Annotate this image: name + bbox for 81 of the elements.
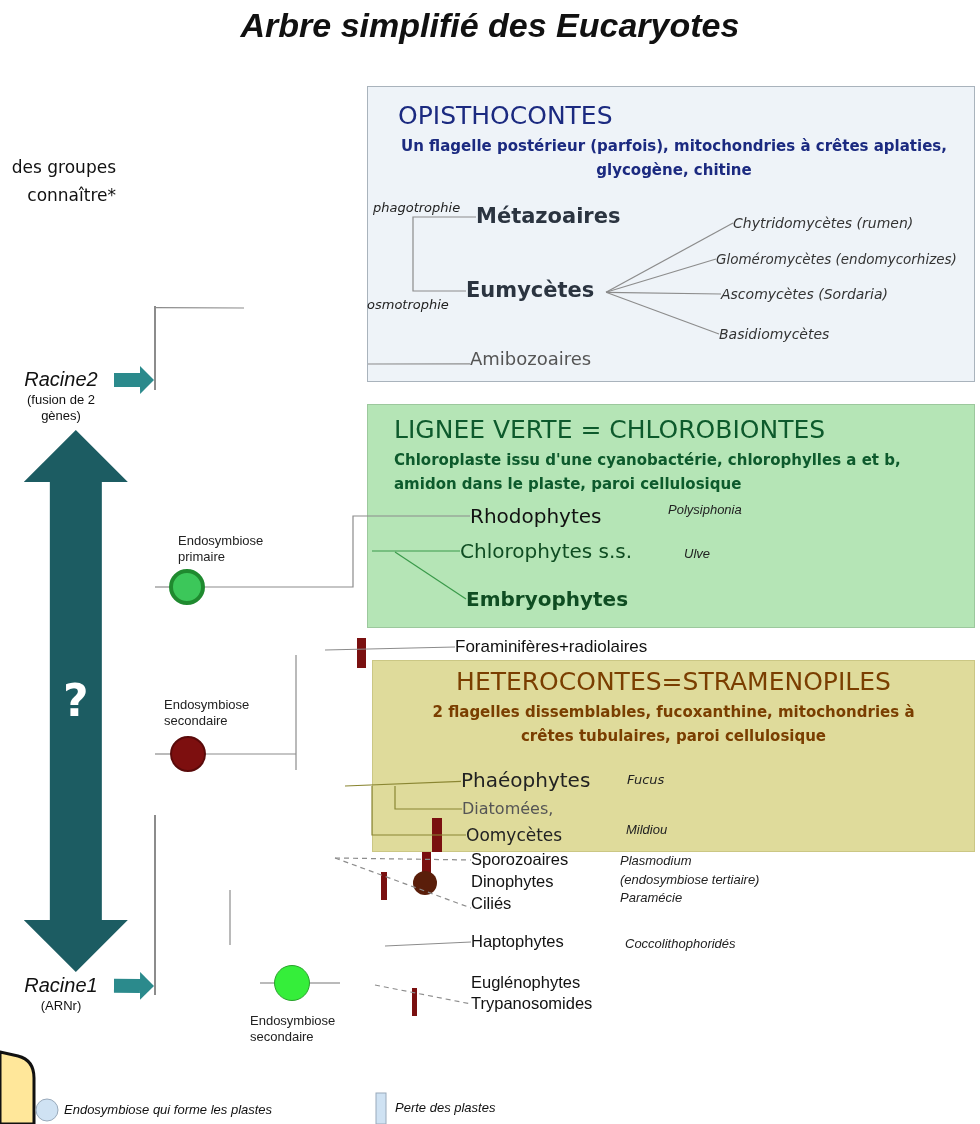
block-arrow: [113, 366, 154, 394]
taxon-label: Foraminifères+radiolaires: [455, 636, 705, 658]
tree-branch: [155, 307, 245, 309]
taxon-label: Trypanosomides: [471, 994, 626, 1014]
tree-branch: [324, 646, 456, 651]
tree-branch: [605, 222, 734, 293]
panel-description: Un flagelle postérieur (parfois), mitochondries à crêtes aplaties, glycogène, chitine: [400, 136, 948, 181]
taxon-label: Euglénophytes: [471, 973, 611, 993]
tree-trunk-line: [154, 306, 156, 390]
tree-branch: [384, 941, 472, 947]
tree-branch: [371, 550, 461, 552]
annotation-label: Paramécie: [620, 890, 684, 906]
event-label: Endosymbiose secondaire: [250, 1013, 337, 1045]
tree-branch: [344, 780, 462, 787]
endosymbiosis-marker: [169, 569, 205, 605]
clade-panel: [372, 660, 975, 852]
taxon-label: Ciliés: [471, 894, 531, 914]
tree-branch: [334, 857, 472, 909]
taxon-label: Diatomées,: [462, 799, 572, 819]
annotation-label: Plasmodium: [620, 853, 693, 869]
event-label: Endosymbiose primaire: [178, 533, 265, 565]
taxon-label: Ascomycètes (Sordaria): [721, 284, 931, 304]
tree-branch: [154, 753, 171, 755]
tree-branch: [605, 291, 720, 335]
annotation-label: Ulve: [684, 546, 711, 562]
taxon-label: Haptophytes: [471, 932, 596, 952]
edge-label: ?: [62, 675, 90, 727]
tree-branch: [605, 258, 717, 293]
taxon-label: Basidiomycètes: [719, 324, 889, 344]
note-text: des groupes connaître*: [10, 156, 116, 207]
taxon-label: Dinophytes: [471, 872, 586, 892]
block-arrow: [113, 971, 154, 1000]
taxon-label: Embryophytes: [466, 586, 646, 612]
taxon-label: Rhodophytes: [470, 503, 620, 529]
taxon-label: Sporozoaires: [471, 850, 596, 870]
annotation-label: (endosymbiose tertiaire): [620, 872, 761, 888]
tree-branch: [394, 551, 467, 600]
annotation-label: Mildiou: [626, 822, 669, 838]
endosymbiosis-marker: [274, 965, 310, 1001]
taxon-label: Chytridomycètes (rumen): [733, 213, 958, 233]
endosymbiosis-marker: [170, 736, 206, 772]
tree-branch: [394, 785, 463, 810]
tree-branch: [412, 216, 477, 292]
tree-trunk-line: [154, 815, 156, 995]
tree-branch: [605, 291, 722, 295]
clade-panel: [367, 86, 975, 382]
legend-text: Endosymbiose qui forme les plastes: [64, 1102, 274, 1118]
panel-heading: LIGNEE VERTE = CHLOROBIONTES: [394, 415, 826, 444]
root-note: (fusion de 2 gènes): [26, 392, 96, 424]
event-label: Endosymbiose secondaire: [164, 697, 251, 729]
tree-branch: [154, 586, 170, 588]
tree-branch: [367, 363, 471, 365]
tree-branch: [309, 982, 341, 984]
panel-description: Chloroplaste issu d'une cyanobactérie, chlorophylles a et b, amidon dans le plaste, paroi cellulosique: [394, 450, 902, 495]
taxon-label: Oomycètes: [466, 824, 576, 846]
tree-branch: [204, 515, 471, 588]
legend-text: Perte des plastes: [395, 1100, 497, 1116]
tree-branch: [205, 753, 297, 755]
annotation-label: Fucus: [627, 772, 666, 788]
tree-branch: [259, 982, 275, 984]
taxon-label: Métazoaires: [476, 204, 626, 230]
tree-branch: [334, 857, 472, 861]
panel-heading: HETEROCONTES=STRAMENOPILES: [456, 667, 891, 696]
annotation-label: Polysiphonia: [668, 502, 743, 518]
taxon-label: Eumycètes: [466, 278, 606, 304]
root-note: (ARNr): [39, 998, 83, 1014]
panel-heading: OPISTHOCONTES: [398, 101, 613, 130]
panel-description: 2 flagelles dissemblables, fucoxanthine, mitochondries à crêtes tubulaires, paroi cellulosique: [431, 702, 916, 747]
diagram-title: Arbre simplifié des Eucaryotes: [239, 6, 741, 45]
annotation-label: Coccolithophoridés: [625, 936, 737, 952]
annotation-label: osmotrophie: [367, 297, 450, 313]
taxon-label: Phaéophytes: [461, 767, 621, 793]
taxon-label: Gloméromycètes (endomycorhizes): [716, 249, 974, 269]
taxon-label: Chlorophytes s.s.: [460, 538, 660, 564]
block-arrow: [23, 430, 128, 972]
taxon-label: Amibozoaires: [470, 347, 630, 371]
clade-panel: [367, 404, 975, 628]
tree-branch: [371, 785, 467, 836]
root-label: Racine1: [23, 973, 99, 998]
annotation-label: phagotrophie: [373, 200, 462, 216]
root-label: Racine2: [23, 367, 99, 392]
